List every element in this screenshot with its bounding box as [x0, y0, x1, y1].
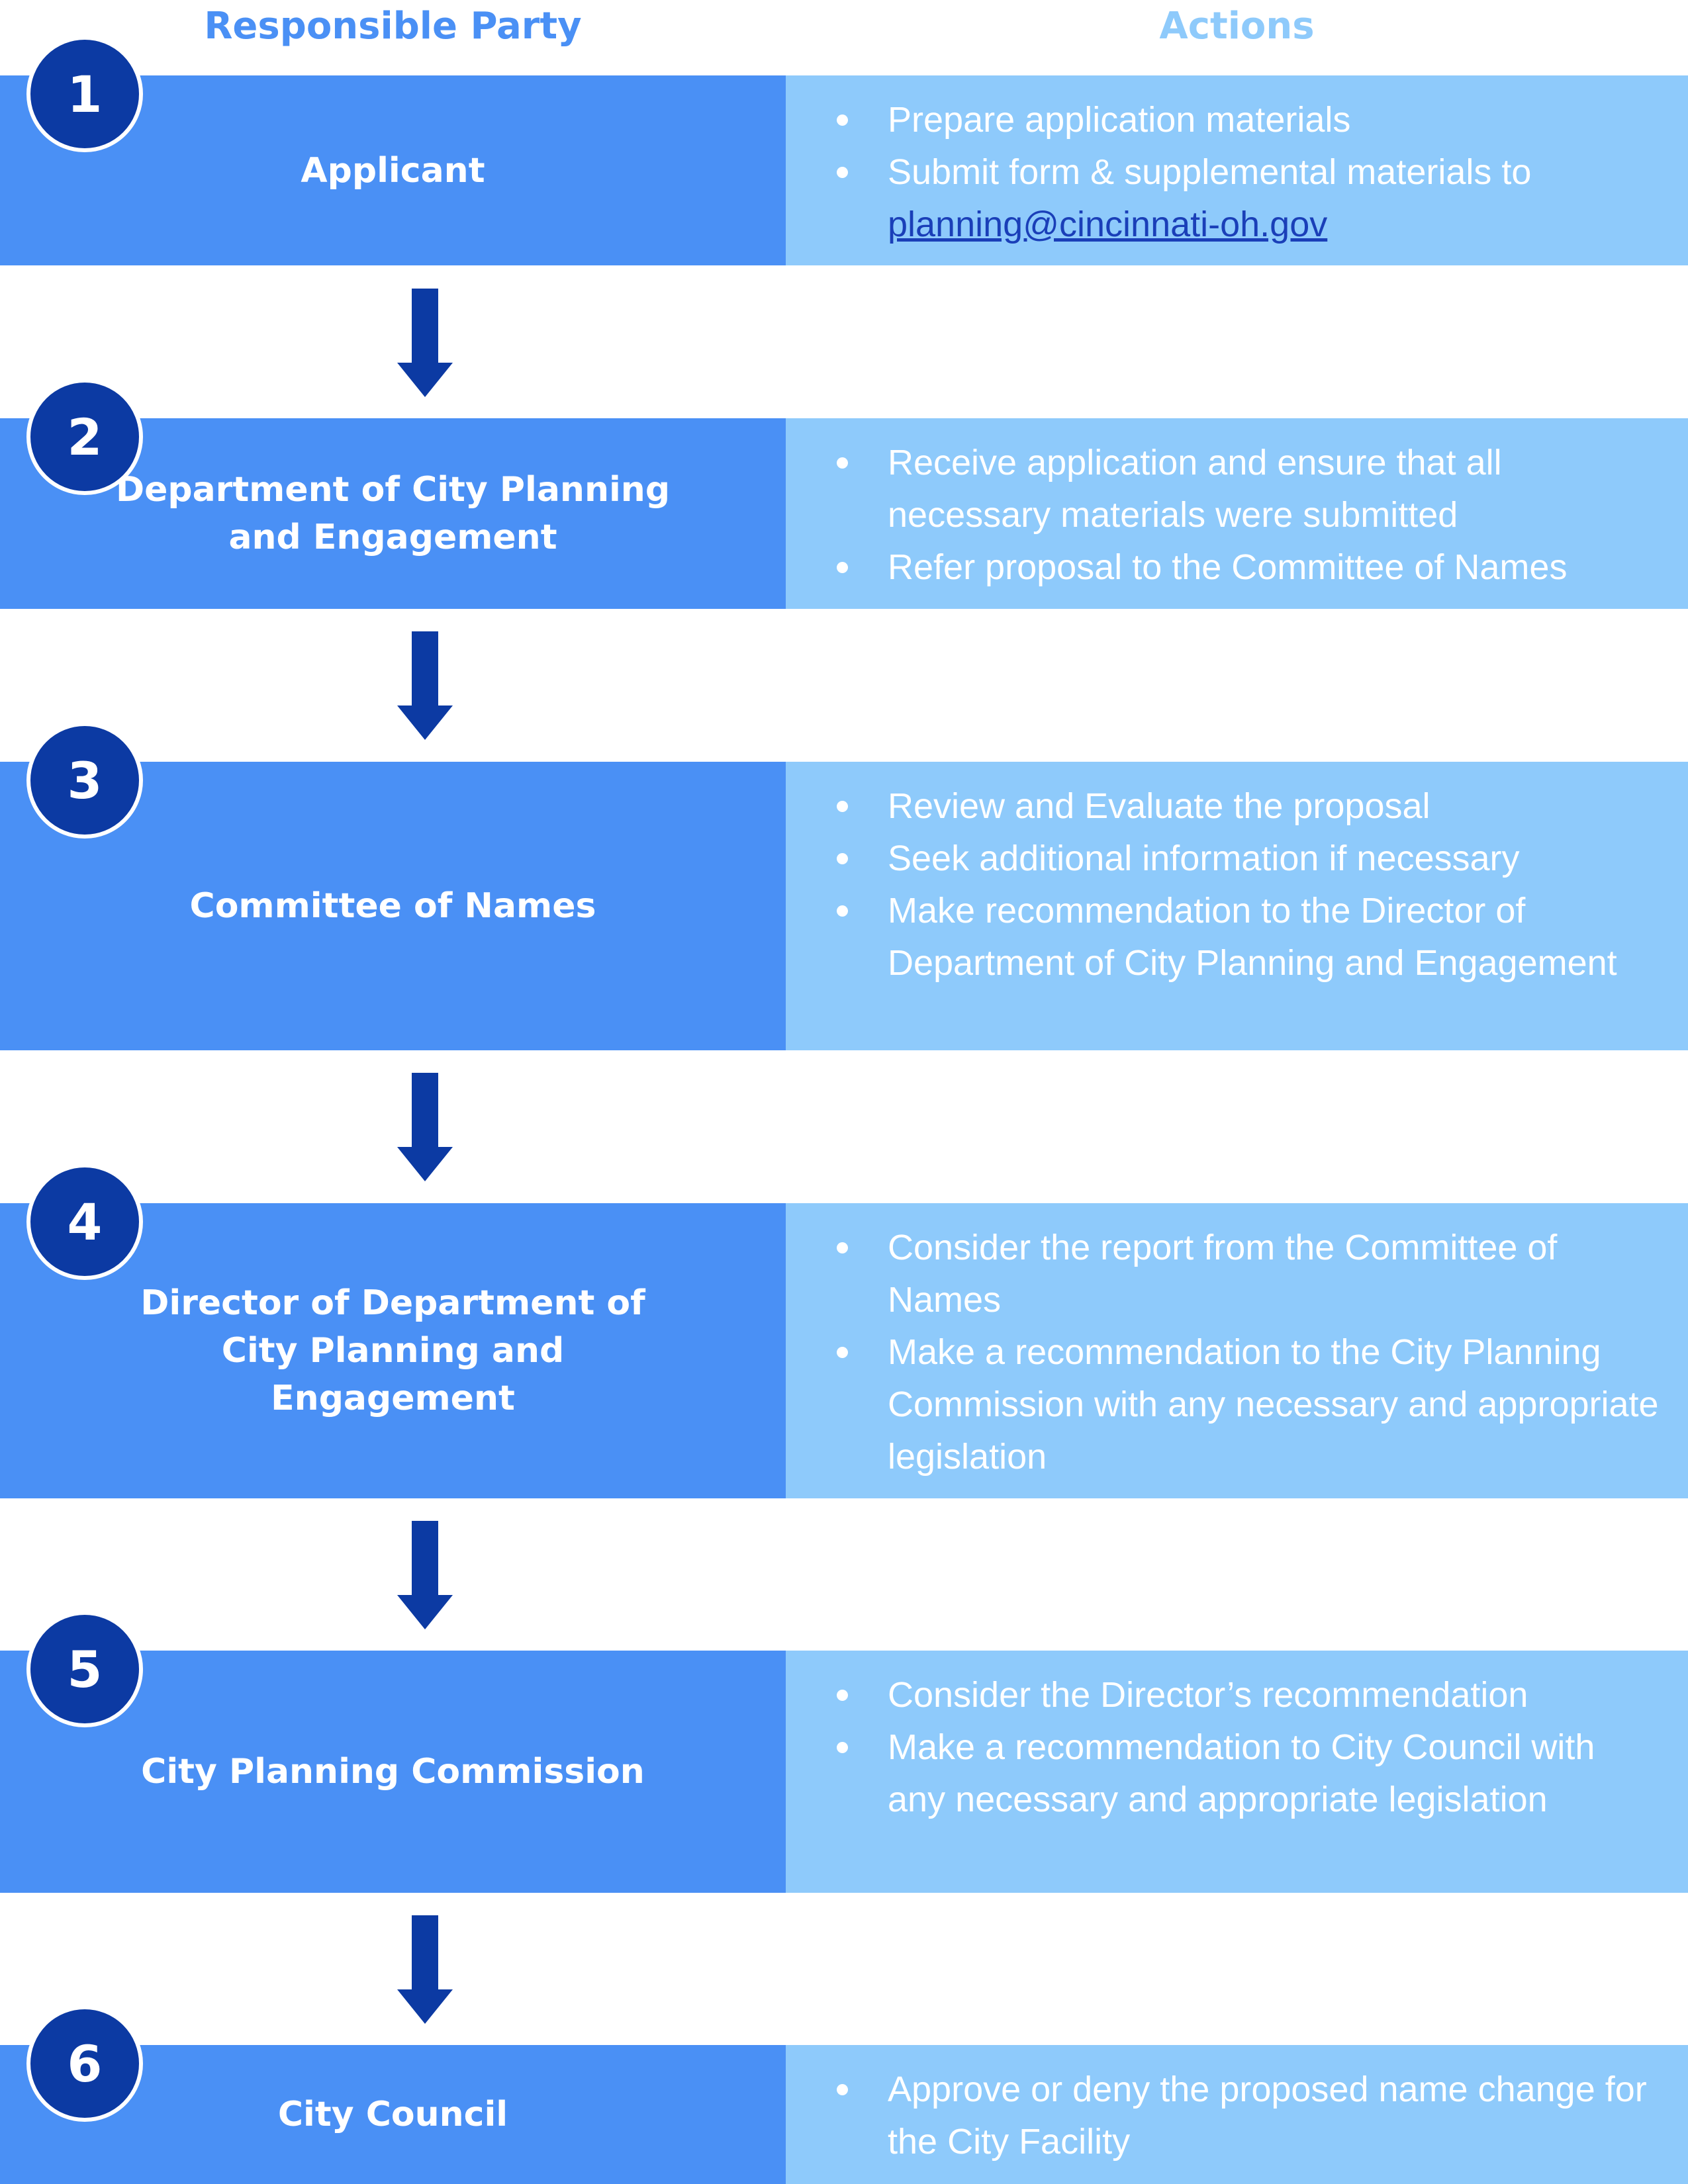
down-arrow-icon	[397, 631, 453, 740]
step-3: Committee of Names Review and Evaluate t…	[0, 762, 1688, 1050]
action-list: Prepare application materials Submit for…	[825, 94, 1662, 251]
action-item: Seek additional information if necessary	[825, 833, 1662, 885]
action-item: Receive application and ensure that all …	[825, 437, 1662, 541]
action-text: Receive application and ensure that all …	[888, 443, 1502, 535]
responsible-party-name: City Council	[277, 2095, 508, 2134]
step-number-badge: 4	[26, 1163, 143, 1280]
actions-cell: Review and Evaluate the proposal Seek ad…	[786, 762, 1688, 1050]
action-item: Make recommendation to the Director of D…	[825, 885, 1662, 989]
responsible-party-name: Committee of Names	[189, 886, 596, 926]
down-arrow-icon	[397, 1073, 453, 1181]
responsible-party-name: Director of Department of City Planning …	[140, 1283, 645, 1418]
step-4: Director of Department of City Planning …	[0, 1203, 1688, 1498]
down-arrow-icon	[397, 1521, 453, 1629]
action-item: Make a recommendation to the City Planni…	[825, 1326, 1662, 1483]
responsible-party-name: Applicant	[301, 150, 485, 191]
actions-cell: Prepare application materials Submit for…	[786, 75, 1688, 265]
step-number-badge: 2	[26, 379, 143, 495]
step-5: City Planning Commission Consider the Di…	[0, 1651, 1688, 1893]
action-item: Prepare application materials	[825, 94, 1662, 146]
actions-cell: Approve or deny the proposed name change…	[786, 2045, 1688, 2184]
down-arrow-icon	[397, 1915, 453, 2024]
action-item: Consider the report from the Committee o…	[825, 1222, 1662, 1326]
action-list: Consider the Director’s recommendation M…	[825, 1669, 1662, 1826]
step-6: City Council Approve or deny the propose…	[0, 2045, 1688, 2184]
action-text: Make a recommendation to the City Planni…	[888, 1332, 1659, 1477]
action-item: Approve or deny the proposed name change…	[825, 2064, 1662, 2168]
down-arrow-icon	[397, 289, 453, 397]
actions-header: Actions	[1159, 5, 1315, 48]
step-number-badge: 3	[26, 722, 143, 839]
action-list: Consider the report from the Committee o…	[825, 1222, 1662, 1483]
actions-cell: Consider the report from the Committee o…	[786, 1203, 1688, 1498]
action-list: Approve or deny the proposed name change…	[825, 2064, 1662, 2168]
action-text: Consider the Director’s recommendation	[888, 1675, 1528, 1715]
responsible-party-header: Responsible Party	[204, 5, 582, 48]
actions-cell: Receive application and ensure that all …	[786, 418, 1688, 609]
action-text: Review and Evaluate the proposal	[888, 786, 1430, 826]
action-item: Review and Evaluate the proposal	[825, 780, 1662, 833]
step-2: Department of City Planning and Engageme…	[0, 418, 1688, 609]
actions-cell: Consider the Director’s recommendation M…	[786, 1651, 1688, 1893]
responsible-party-name: City Planning Commission	[141, 1752, 645, 1792]
step-number-badge: 6	[26, 2005, 143, 2122]
action-list: Review and Evaluate the proposal Seek ad…	[825, 780, 1662, 989]
action-item: Make a recommendation to City Council wi…	[825, 1721, 1662, 1826]
email-link[interactable]: planning@cincinnati-oh.gov	[888, 205, 1328, 244]
action-text: Refer proposal to the Committee of Names	[888, 547, 1568, 587]
step-number-badge: 1	[26, 36, 143, 152]
action-text: Make a recommendation to City Council wi…	[888, 1727, 1595, 1819]
action-list: Receive application and ensure that all …	[825, 437, 1662, 594]
action-text: Make recommendation to the Director of D…	[888, 891, 1617, 983]
step-1: Applicant Prepare application materials …	[0, 75, 1688, 265]
responsible-party-name: Department of City Planning and Engageme…	[115, 470, 671, 557]
action-text: Approve or deny the proposed name change…	[888, 2070, 1647, 2161]
action-item: Consider the Director’s recommendation	[825, 1669, 1662, 1721]
action-text: Consider the report from the Committee o…	[888, 1228, 1558, 1320]
step-number-badge: 5	[26, 1611, 143, 1727]
action-item: Submit form & supplemental materials to p…	[825, 146, 1662, 251]
action-text: Prepare application materials	[888, 100, 1351, 140]
action-item: Refer proposal to the Committee of Names	[825, 541, 1662, 594]
action-text: Submit form & supplemental materials to	[888, 152, 1532, 192]
action-text: Seek additional information if necessary	[888, 839, 1520, 878]
